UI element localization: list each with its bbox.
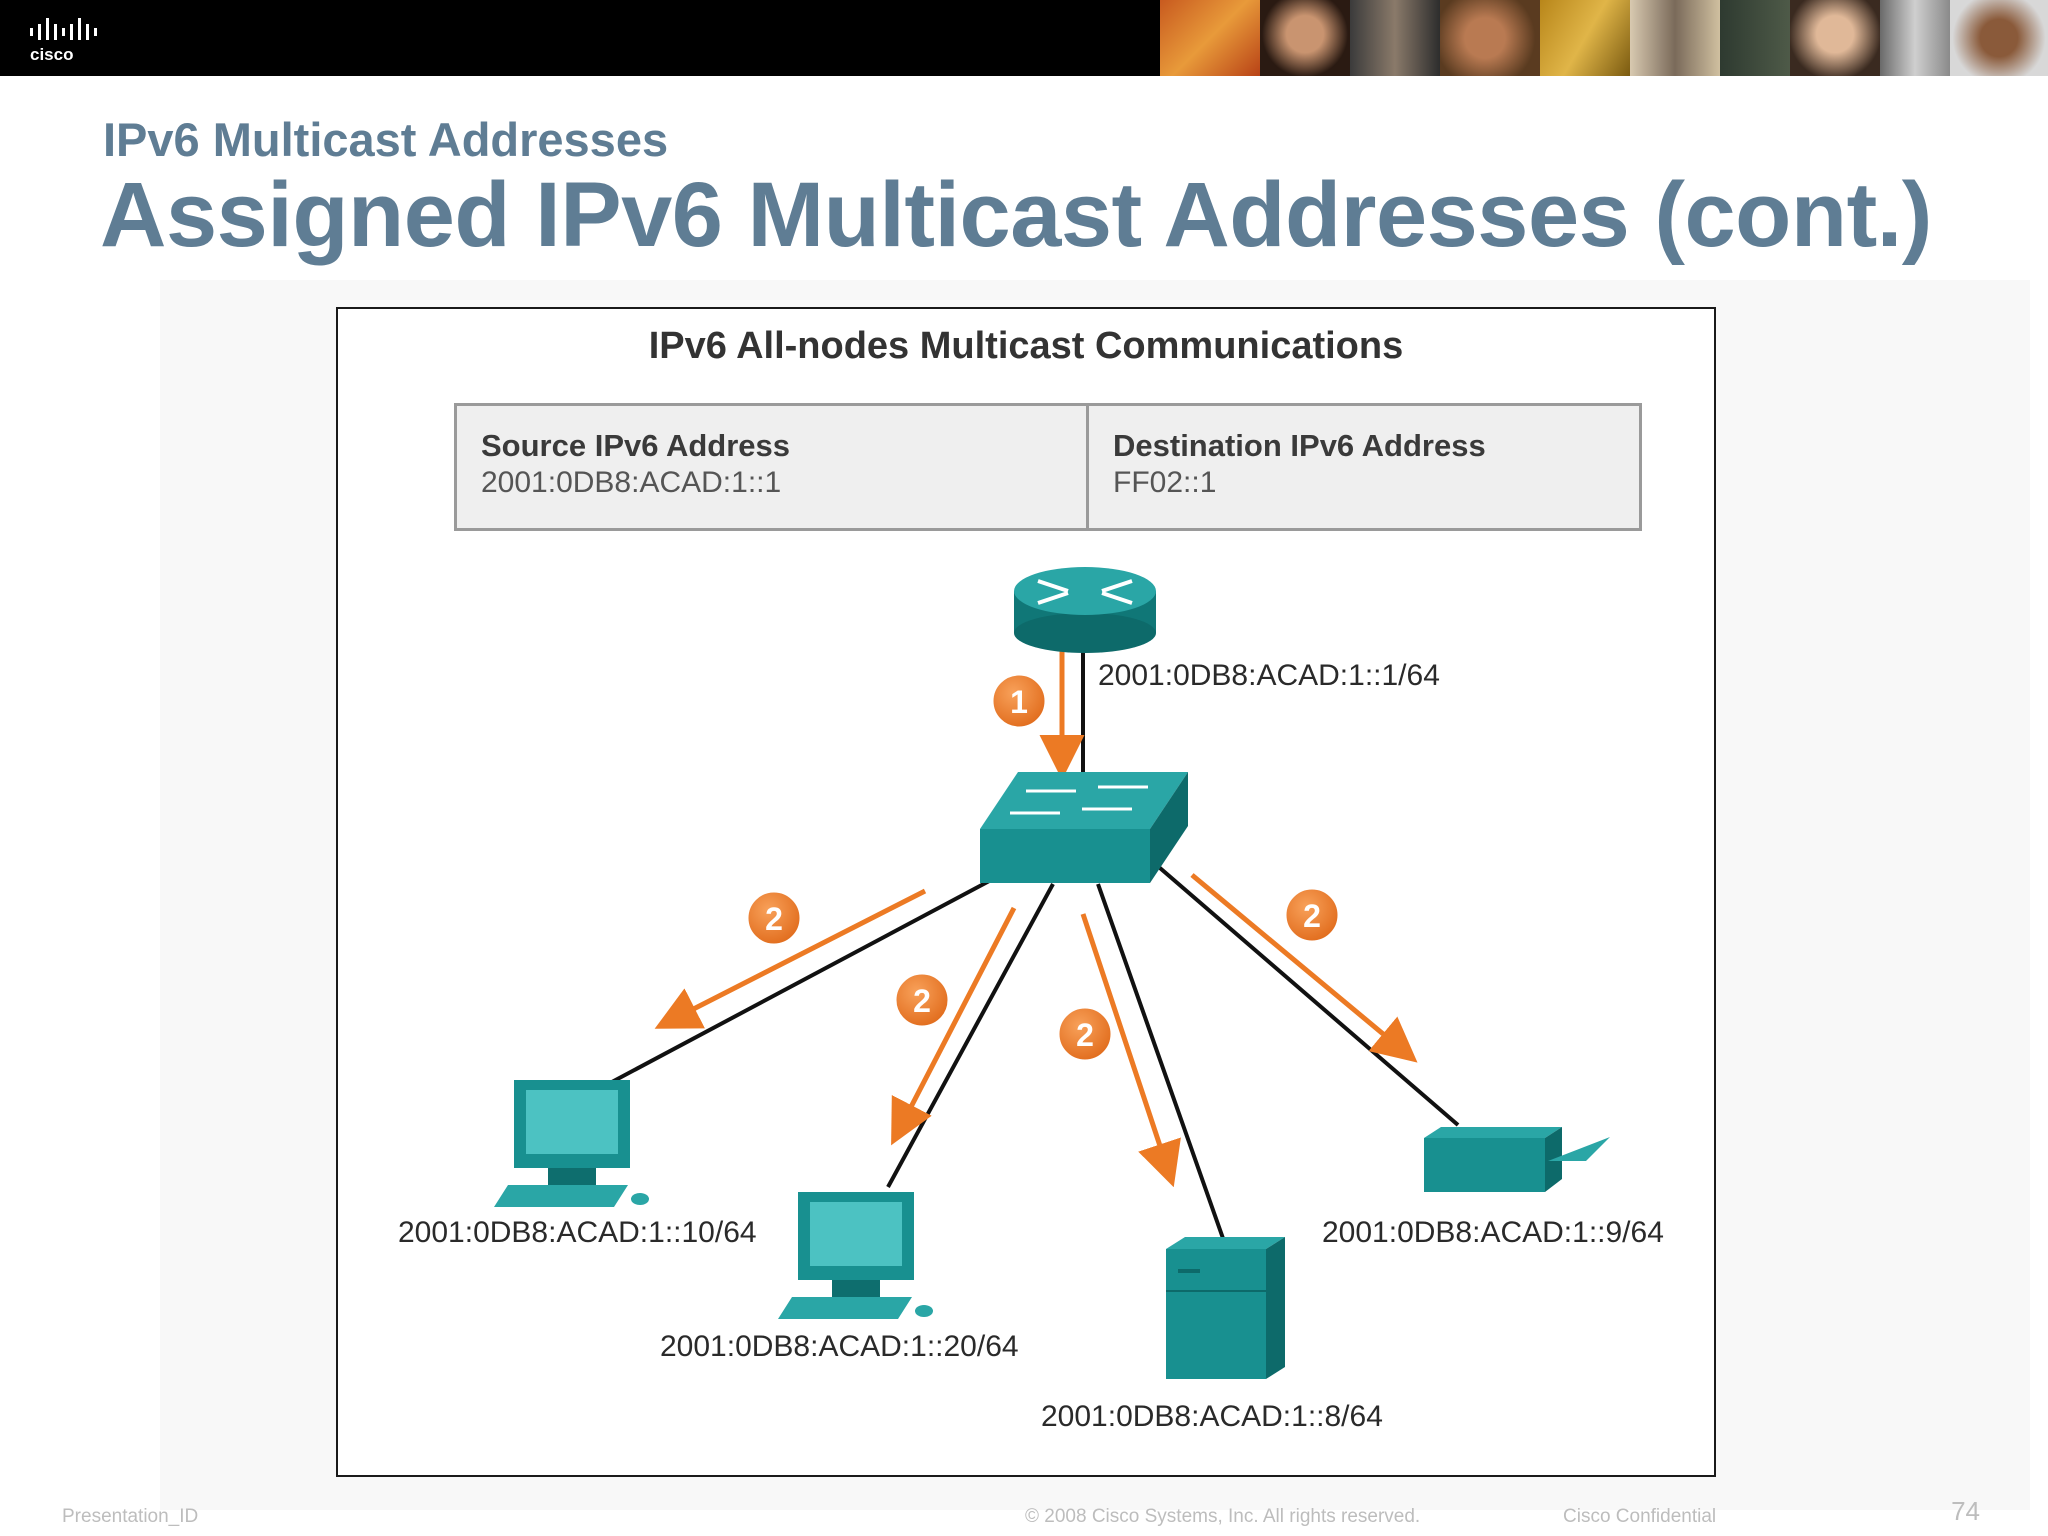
server-icon xyxy=(1166,1237,1285,1379)
arrow-to-server xyxy=(1080,913,1181,1188)
link-switch-printer xyxy=(1151,860,1460,1127)
step-badge-2-pc2: 2 xyxy=(893,971,951,1029)
pc-2-address: 2001:0DB8:ACAD:1::20/64 xyxy=(660,1330,1019,1363)
switch-icon xyxy=(980,772,1188,883)
step-badge-2-printer-label: 2 xyxy=(1303,898,1321,934)
photo-3 xyxy=(1350,0,1440,76)
printer-icon xyxy=(1424,1127,1610,1192)
step-badge-1: 1 xyxy=(990,672,1048,730)
photo-9 xyxy=(1880,0,1950,76)
link-switch-pc1 xyxy=(609,877,994,1085)
multicast-figure: IPv6 All-nodes Multicast Communications … xyxy=(336,307,1716,1477)
step-badge-2-pc1-label: 2 xyxy=(765,901,783,937)
destination-label: Destination IPv6 Address xyxy=(1113,428,1486,463)
photo-5 xyxy=(1540,0,1630,76)
source-label: Source IPv6 Address xyxy=(481,428,790,463)
top-banner: cisco xyxy=(0,0,2048,76)
step-badge-1-label: 1 xyxy=(1010,684,1028,720)
step-badge-2-printer: 2 xyxy=(1283,886,1341,944)
footer-confidential: Cisco Confidential xyxy=(1563,1506,1717,1527)
pc-2-icon xyxy=(778,1192,933,1319)
arrow-to-pc2 xyxy=(891,906,1017,1146)
arrow-to-pc1 xyxy=(654,888,927,1029)
multicast-arrows xyxy=(654,651,1418,1188)
footer-presentation-id: Presentation_ID xyxy=(62,1506,199,1527)
people-photo-strip xyxy=(1160,0,2048,76)
server-address: 2001:0DB8:ACAD:1::8/64 xyxy=(1041,1400,1383,1433)
page-number: 74 xyxy=(1951,1496,1980,1526)
source-address: 2001:0DB8:ACAD:1::1 xyxy=(481,466,782,499)
router-icon xyxy=(1014,567,1156,653)
source-cell: Source IPv6 Address 2001:0DB8:ACAD:1::1 xyxy=(457,406,1089,528)
step-badge-2-pc1: 2 xyxy=(745,889,803,947)
step-badge-2-server: 2 xyxy=(1056,1005,1114,1063)
printer-address: 2001:0DB8:ACAD:1::9/64 xyxy=(1322,1216,1664,1249)
photo-4 xyxy=(1440,0,1540,76)
cisco-wordmark: cisco xyxy=(30,45,73,64)
destination-address: FF02::1 xyxy=(1113,466,1217,499)
photo-7 xyxy=(1720,0,1790,76)
link-switch-pc2 xyxy=(886,883,1055,1188)
arrow-to-printer xyxy=(1190,873,1418,1063)
photo-2 xyxy=(1260,0,1350,76)
footer-copyright: © 2008 Cisco Systems, Inc. All rights re… xyxy=(1025,1506,1421,1527)
packet-header-table: Source IPv6 Address 2001:0DB8:ACAD:1::1 … xyxy=(454,403,1642,531)
cisco-logo: cisco xyxy=(30,18,97,64)
slide-subtitle: IPv6 Multicast Addresses xyxy=(103,113,669,166)
pc-1-address: 2001:0DB8:ACAD:1::10/64 xyxy=(398,1216,757,1249)
photo-6 xyxy=(1630,0,1720,76)
slide-title: Assigned IPv6 Multicast Addresses (cont.… xyxy=(100,164,1932,266)
step-badge-2-pc2-label: 2 xyxy=(913,983,931,1019)
photo-8 xyxy=(1790,0,1880,76)
pc-1-icon xyxy=(494,1080,649,1207)
link-switch-server xyxy=(1096,883,1227,1245)
network-diagram: 2001:0DB8:ACAD:1::1/64 2001:0DB8:ACAD:1:… xyxy=(398,567,1664,1433)
photo-10 xyxy=(1950,0,2048,76)
destination-cell: Destination IPv6 Address FF02::1 xyxy=(1089,406,1639,528)
step-badge-2-server-label: 2 xyxy=(1076,1017,1094,1053)
network-links xyxy=(609,649,1460,1245)
figure-title: IPv6 All-nodes Multicast Communications xyxy=(648,325,1404,367)
photo-1 xyxy=(1160,0,1260,76)
router-address: 2001:0DB8:ACAD:1::1/64 xyxy=(1098,659,1440,692)
